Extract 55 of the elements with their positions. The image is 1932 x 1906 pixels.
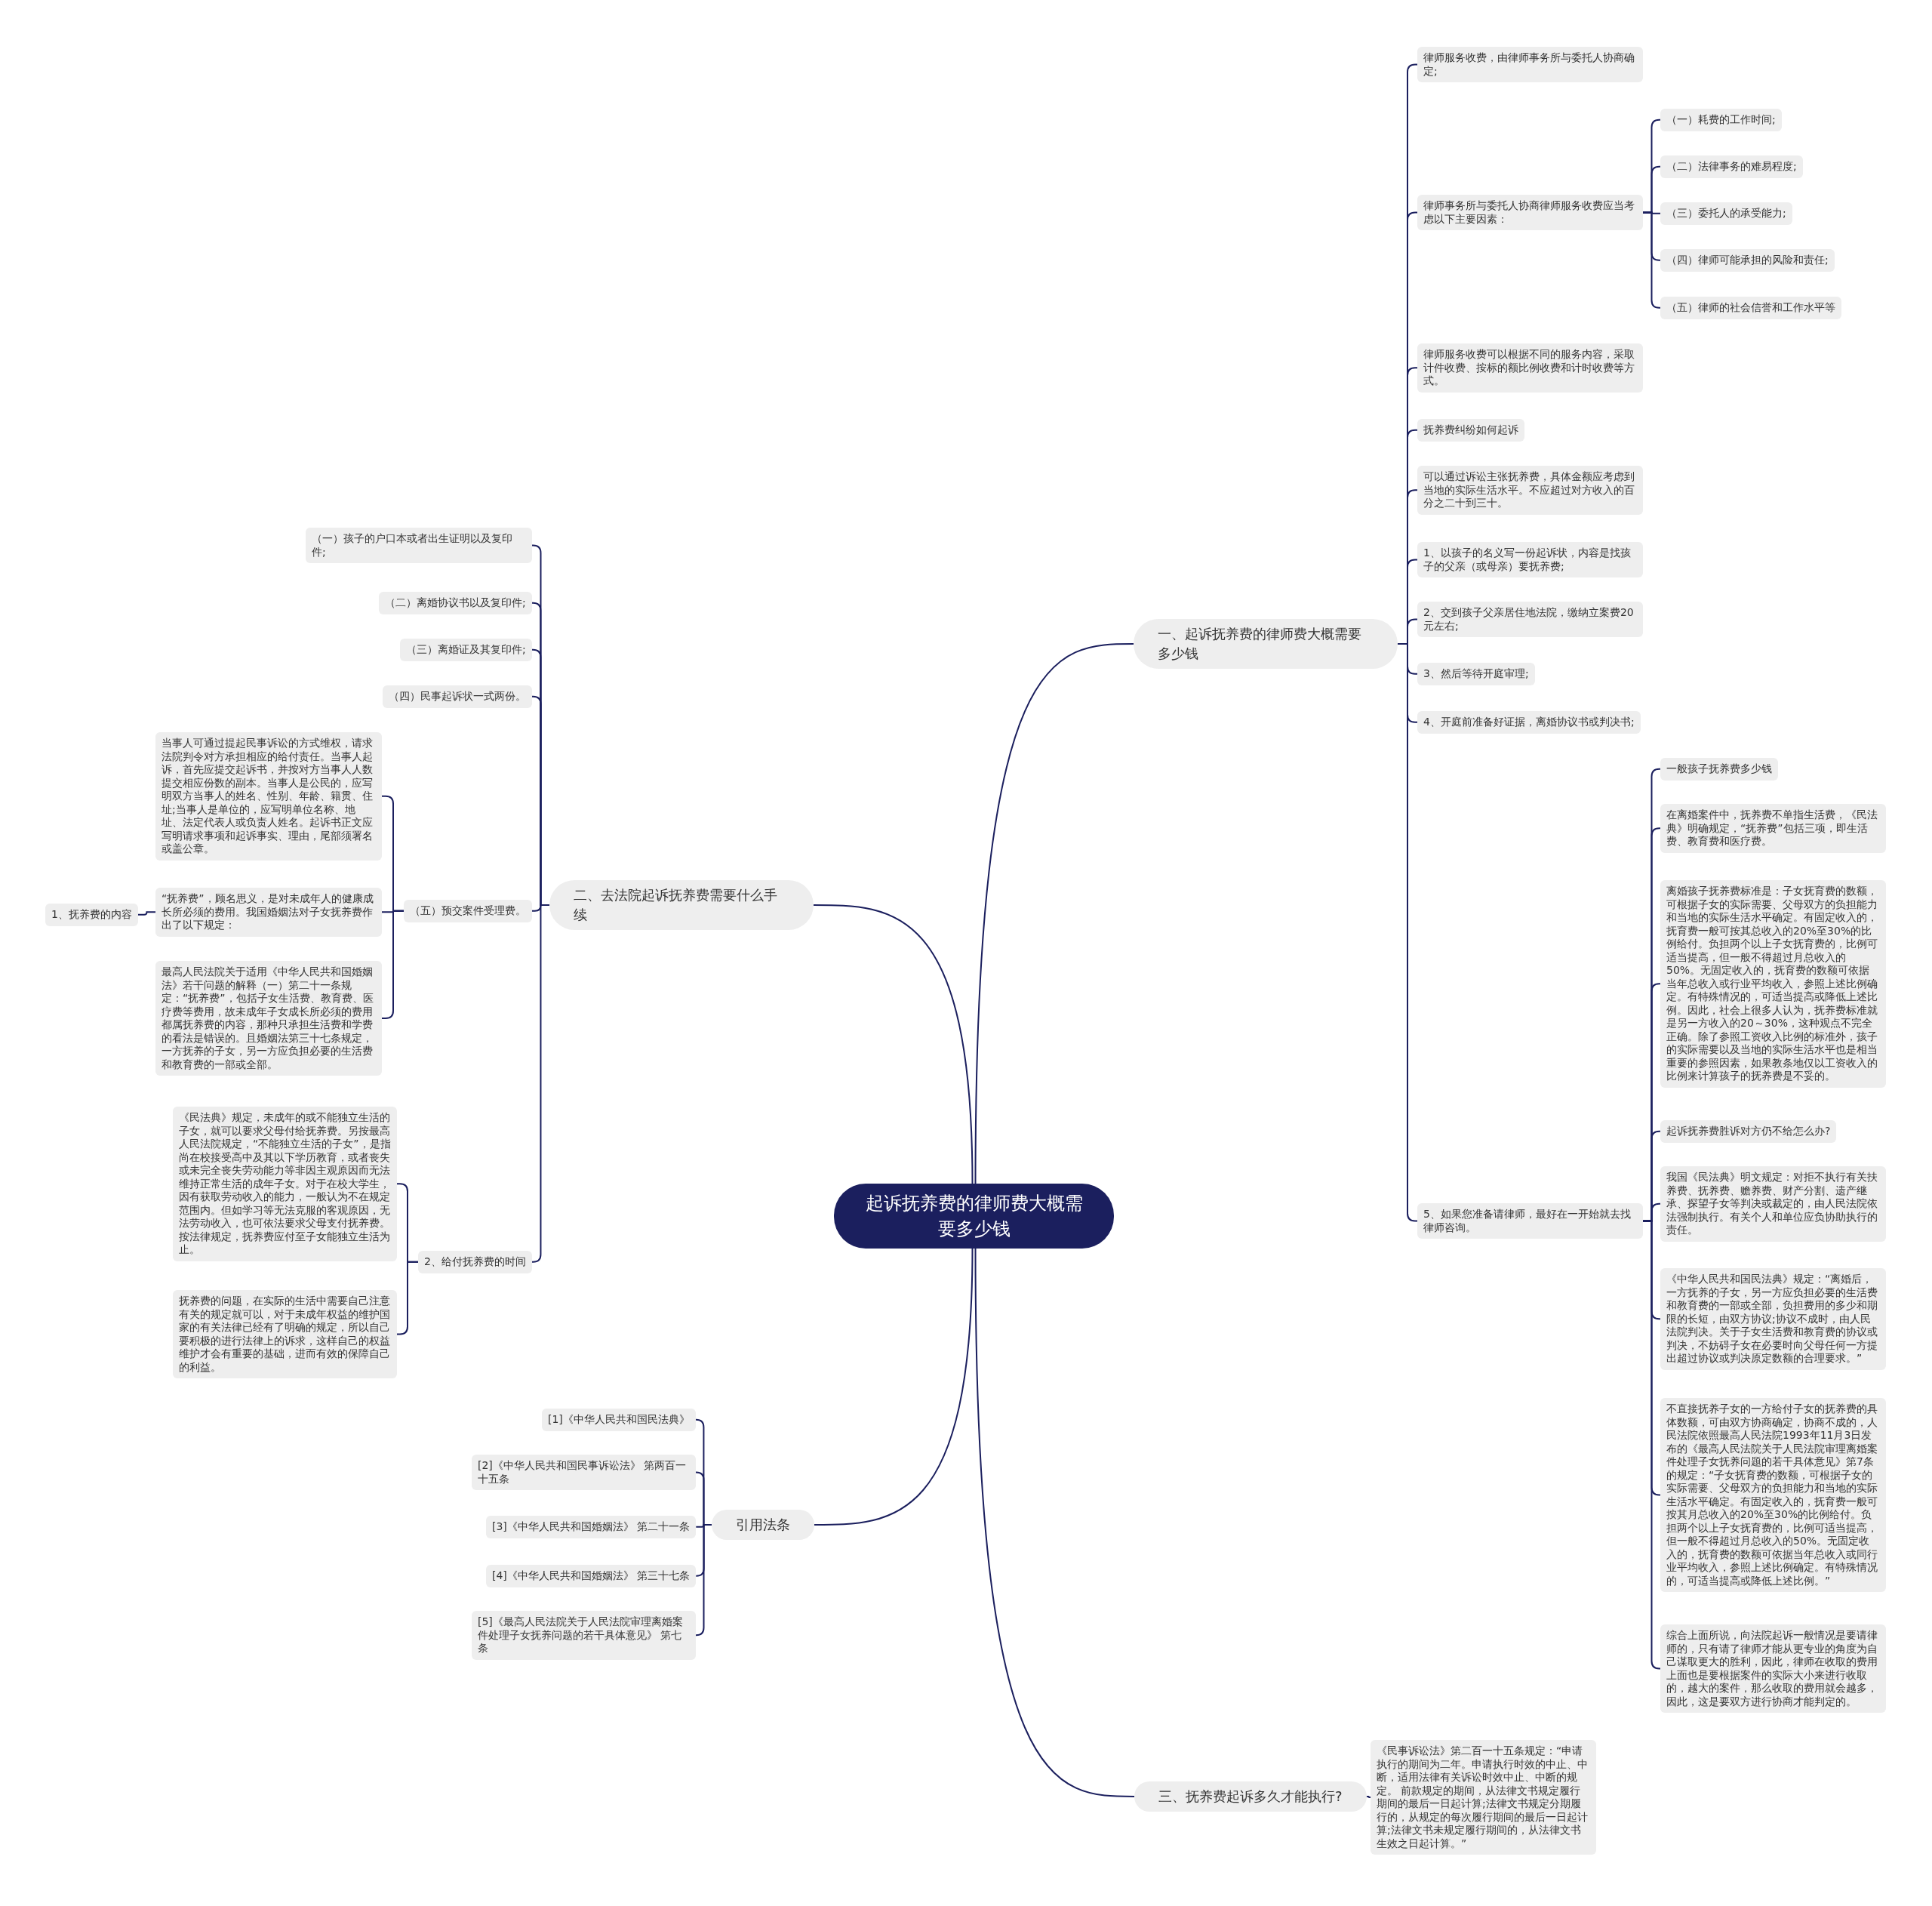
topic-box: [2]《中华人民共和国民事诉讼法》 第两百一十五条 xyxy=(472,1455,696,1490)
topic-pill: 引用法条 xyxy=(712,1510,814,1540)
topic-pill: 一、起诉抚养费的律师费大概需要多少钱 xyxy=(1134,619,1398,669)
topic-box: 5、如果您准备请律师，最好在一开始就去找律师咨询。 xyxy=(1417,1203,1643,1239)
topic-box: 可以通过诉讼主张抚养费，具体金额应考虑到当地的实际生活水平。不应超过对方收入的百分之二十到三十。 xyxy=(1417,466,1643,515)
topic-box: 律师事务所与委托人协商律师服务收费应当考虑以下主要因素： xyxy=(1417,195,1643,230)
topic-box: 抚养费纠纷如何起诉 xyxy=(1417,419,1524,442)
topic-box: （五）预交案件受理费。 xyxy=(404,900,532,922)
topic-box: 我国《民法典》明文规定：对拒不执行有关扶养费、抚养费、赡养费、财产分割、遗产继承、探望子女等判决或裁定的，由人民法院依法强制执行。有关个人和单位应负协助执行的责任。 xyxy=(1660,1166,1886,1242)
topic-box: 抚养费的问题，在实际的生活中需要自己注意有关的规定就可以，对于未成年权益的维护国家的有关法律已经有了明确的规定，所以自己要积极的进行法律上的诉求，这样自己的权益维护才会有重要的基础，进而有效的保障自己的利益。 xyxy=(173,1290,397,1378)
topic-box: （四）律师可能承担的风险和责任; xyxy=(1660,249,1835,272)
topic-box: 起诉抚养费胜诉对方仍不给怎么办? xyxy=(1660,1120,1837,1143)
connector-line xyxy=(695,1524,712,1637)
topic-box: 1、以孩子的名义写一份起诉状，内容是找孩子的父亲（或母亲）要抚养费; xyxy=(1417,542,1643,577)
topic-box: 4、开庭前准备好证据，离婚协议书或判决书; xyxy=(1417,711,1641,734)
topic-box: 3、然后等待开庭审理; xyxy=(1417,663,1535,685)
topic-box: 2、给付抚养费的时间 xyxy=(418,1251,532,1273)
topic-pill: 三、抚养费起诉多久才能执行? xyxy=(1134,1781,1367,1812)
topic-box: 《民法典》规定，未成年的或不能独立生活的子女，就可以要求父母付给抚养费。另按最高人民法院规定，“不能独立生活的子女”，是指尚在校接受高中及其以下学历教育，或者丧失或未完全丧失劳动能力等非因主观原因而无法维持正常生活的成年子女。对于在校大学生，因有获取劳动收入的能力，一般认为不在规定范围内。但如学习等无法克服的客观原因，无法劳动收入，也可依法要求父母支付抚养费。按法律规定，抚养费应付至子女能独立生活为止。 xyxy=(173,1107,397,1261)
topic-box: （五）律师的社会信誉和工作水平等 xyxy=(1660,297,1841,319)
topic-box: 最高人民法院关于适用《中华人民共和国婚姻法》若干问题的解释（一）第二十一条规定：“抚养费”，包括子女生活费、教育费、医疗费等费用，故未成年子女成长所必须的费用都属抚养费的内容，那种只承担生活费和学费的看法是错误的。且婚姻法第三十七条规定，一方抚养的子女，另一方应负担必要的生活费和教育费的一部或全部。 xyxy=(155,961,382,1076)
connector-line xyxy=(813,904,974,1184)
topic-box: [5]《最高人民法院关于人民法院审理离婚案件处理子女抚养问题的若干具体意见》 第七条 xyxy=(472,1611,696,1660)
topic-box: 综合上面所说，向法院起诉一般情况是要请律师的，只有请了律师才能从更专业的角度为自己谋取更大的胜利，因此，律师在收取的费用上面也是要根据案件的实际大小来进行收取的，越大的案件，那么收取的费用就会越多，因此，这是要双方进行协商才能判定的。 xyxy=(1660,1624,1886,1713)
topic-box: （二）离婚协议书以及复印件; xyxy=(379,592,532,614)
topic-box: 《民事诉讼法》第二百一十五条规定：“申请执行的期间为二年。申请执行时效的中止、中断，适用法律有关诉讼时效中止、中断的规定。 前款规定的期间，从法律文书规定履行期间的最后一日起计算;法律文书规定分期履行的，从规定的每次履行期间的最后一日起计算;法律文书未规定履行期间的，从法律文书生效之日起计算。” xyxy=(1371,1740,1596,1855)
topic-box: 当事人可通过提起民事诉讼的方式维权，请求法院判令对方承担相应的给付责任。当事人起诉，首先应提交起诉书，并按对方当事人人数提交相应份数的副本。当事人是公民的，应写明双方当事人的姓名、性别、年龄、籍贯、住址;当事人是单位的，应写明单位名称、地址、法定代表人或负责人姓名。起诉书正文应写明请求事项和起诉事实、理由，尾部须署名或盖公章。 xyxy=(155,732,382,861)
connector-line xyxy=(814,1248,974,1526)
topic-box: 2、交到孩子父亲居住地法院，缴纳立案费20元左右; xyxy=(1417,602,1643,637)
topic-box: 律师服务收费，由律师事务所与委托人协商确定; xyxy=(1417,47,1643,82)
topic-box: 1、抚养费的内容 xyxy=(45,904,138,926)
topic-box: 不直接抚养子女的一方给付子女的抚养费的具体数额，可由双方协商确定，协商不成的，人民法院依照最高人民法院1993年11月3日发布的《最高人民法院关于人民法院审理离婚案件处理子女抚养问题的若干具体意见》第7条的规定：“子女抚育费的数额，可根据子女的实际需要、父母双方的负担能力和当地的实际生活水平确定。有固定收入的，抚育费一般可按其月总收入的20%至30%的比例给付。负担两个以上子女抚育费的，比例可适当提高，但一般不得超过月总收入的50%。无固定收入的，抚育费的数额可依据当年总收入或同行业平均收入，参照上述比例确定。有特殊情况的，可适当提高或降低上述比例。” xyxy=(1660,1398,1886,1592)
connector-line xyxy=(137,911,156,916)
central-topic: 起诉抚养费的律师费大概需要多少钱 xyxy=(834,1184,1114,1249)
topic-box: （一）孩子的户口本或者出生证明以及复印件; xyxy=(306,528,532,563)
topic-box: （三）离婚证及其复印件; xyxy=(400,639,532,661)
connector-line xyxy=(1642,211,1661,309)
topic-box: 离婚孩子抚养费标准是：子女抚育费的数额，可根据子女的实际需要、父母双方的负担能力和当地的实际生活水平确定。有固定收入的，抚育费一般可按其总收入的20%至30%的比例给付。负担两个以上子女抚育费的，比例可适当提高，但一般不得超过月总收入的50%。无固定收入的，抚育费的数额可依据当年总收入或行业平均收入，参照上述比例确定。有特殊情况的，可适当提高或降低上述比例。因此，社会上很多人认为，抚养费标准就是另一方收入的20～30%，这种观点不完全正确。除了参照工资收入比例的标准外，孩子的实际需要以及当地的实际生活水平也是相当重要的参照因素，如果教条地仅以工资收入的比例来计算孩子的抚养费是不妥的。 xyxy=(1660,880,1886,1088)
topic-box: [4]《中华人民共和国婚姻法》 第三十七条 xyxy=(486,1565,697,1587)
topic-box: [3]《中华人民共和国婚姻法》 第二十一条 xyxy=(486,1516,697,1538)
topic-box: （一）耗费的工作时间; xyxy=(1660,109,1782,131)
topic-box: 《中华人民共和国民法典》规定：“离婚后，一方抚养的子女，另一方应负担必要的生活费和教育费的一部或全部，负担费用的多少和期限的长短，由双方协议;协议不成时，由人民法院判决。关于子女生活费和教育费的协议或判决，不妨碍子女在必要时向父母任何一方提出超过协议或判决原定数额的合理要求。” xyxy=(1660,1268,1886,1370)
topic-box: （二）法律事务的难易程度; xyxy=(1660,155,1803,178)
topic-box: （四）民事起诉状一式两份。 xyxy=(383,685,532,708)
topic-box: “抚养费”，顾名思义，是对未成年人的健康成长所必须的费用。我国婚姻法对子女抚养费作出了以下规定： xyxy=(155,888,382,937)
topic-box: （三）委托人的承受能力; xyxy=(1660,202,1792,225)
connector-line xyxy=(396,1261,419,1335)
connector-line xyxy=(1365,1796,1371,1798)
topic-box: 一般孩子抚养费多少钱 xyxy=(1660,758,1778,781)
topic-box: [1]《中华人民共和国民法典》 xyxy=(542,1409,696,1431)
topic-box: 律师服务收费可以根据不同的服务内容，采取计件收费、按标的额比例收费和计时收费等方式。 xyxy=(1417,343,1643,393)
connector-line xyxy=(974,643,1134,1184)
topic-pill: 二、去法院起诉抚养费需要什么手续 xyxy=(549,880,814,930)
topic-box: 在离婚案件中，抚养费不单指生活费，《民法典》明确规定，“抚养费”包括三项，即生活费、教育费和医疗费。 xyxy=(1660,804,1886,853)
connector-line xyxy=(974,1248,1135,1797)
